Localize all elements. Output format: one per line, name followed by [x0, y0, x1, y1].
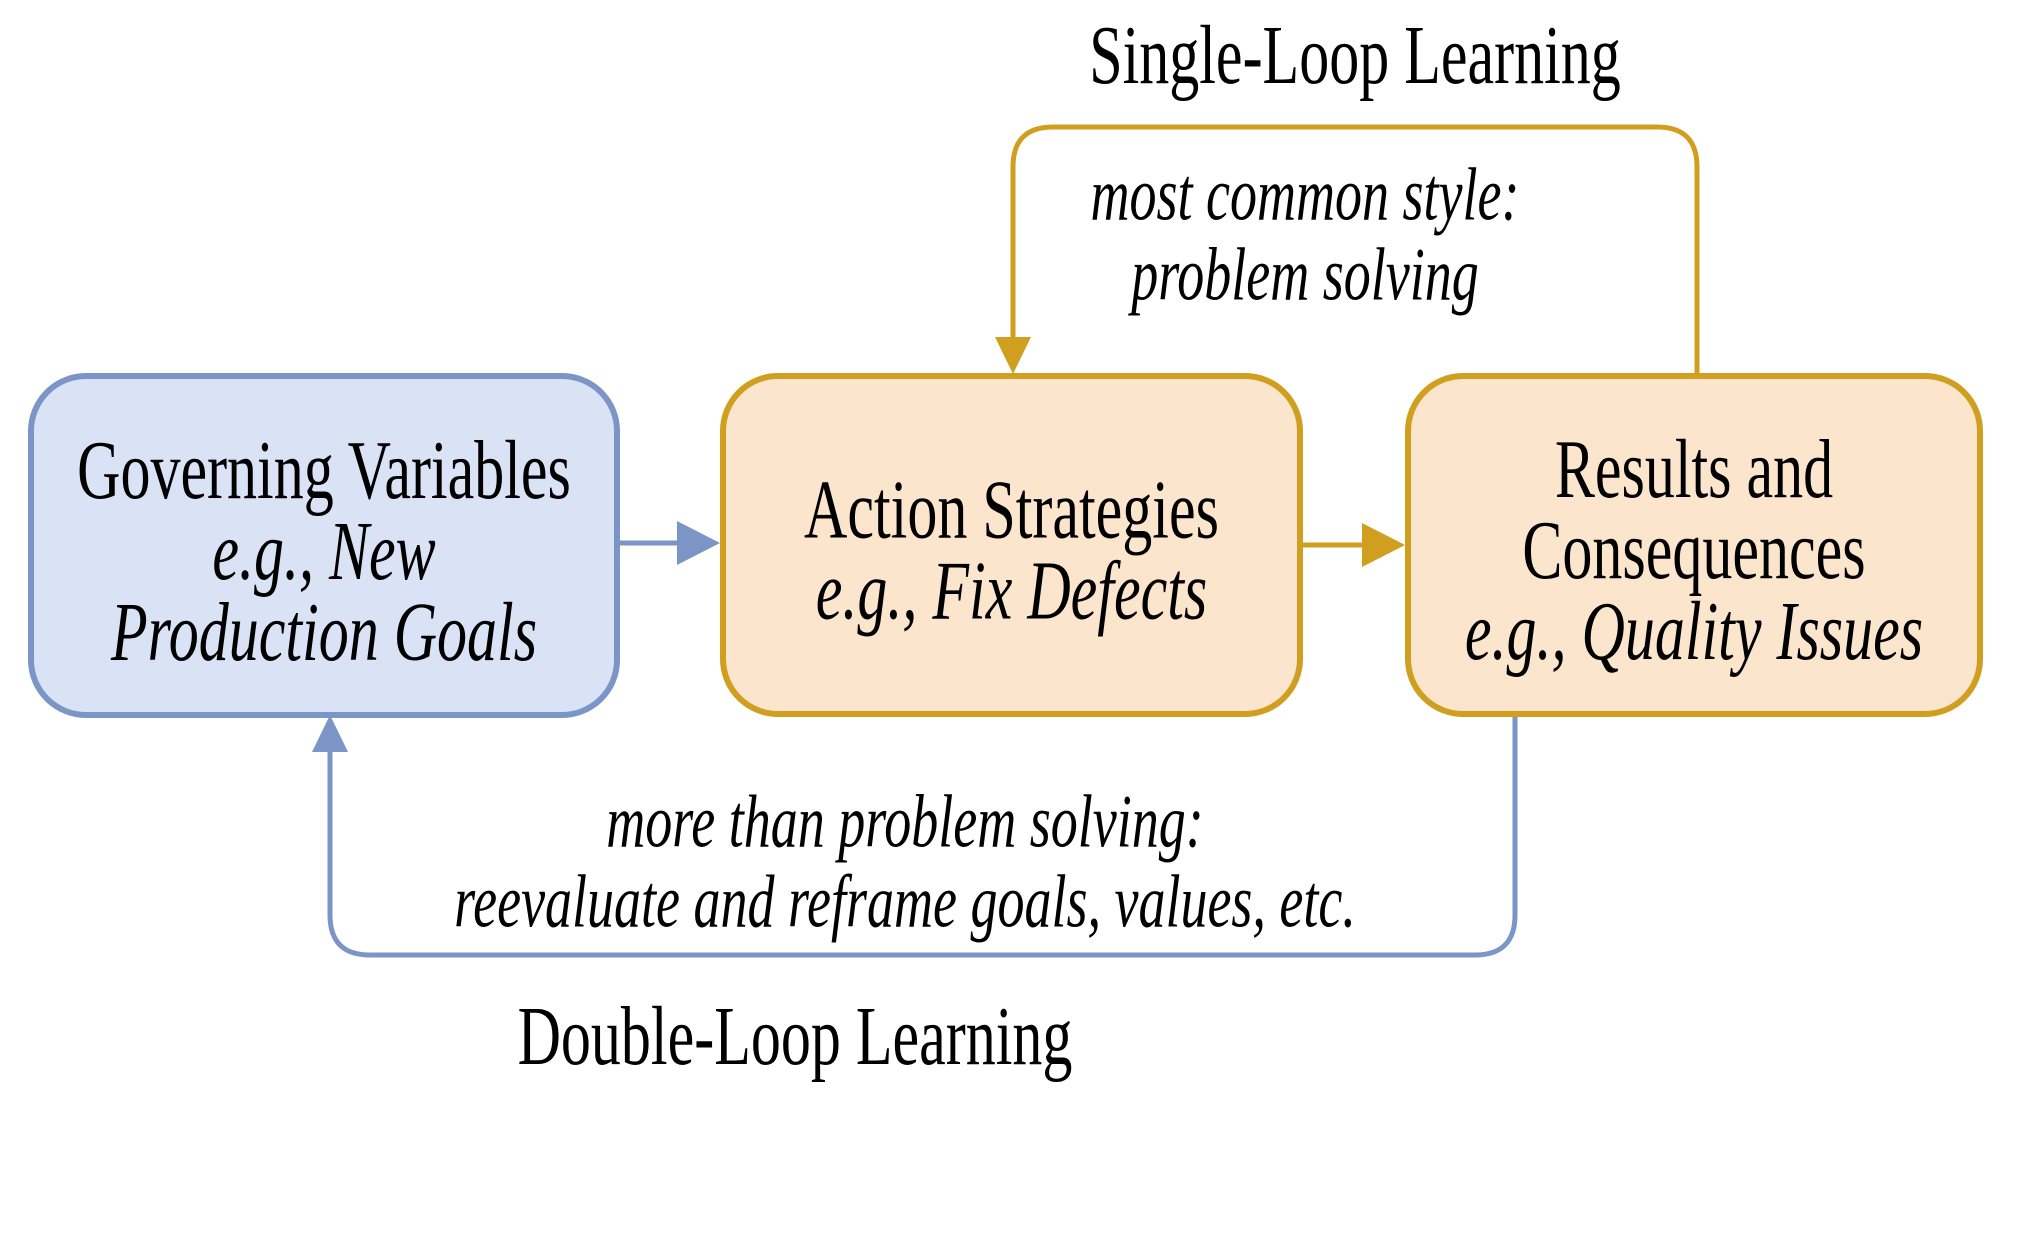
action-strategies-example-line1: e.g., Fix Defects — [815, 544, 1208, 637]
governing-variables-box: Governing Variables e.g., New Production… — [28, 373, 620, 718]
action-strategies-title: Action Strategies — [804, 463, 1219, 556]
single-loop-wire — [1010, 124, 1700, 373]
action-to-results-arrowhead-icon — [1362, 523, 1405, 567]
double-loop-caption-line2: reevaluate and reframe goals, values, et… — [454, 859, 1356, 944]
governing-to-action-arrowhead-icon — [677, 521, 720, 565]
single-loop-caption-line1: most common style: — [1090, 152, 1520, 237]
double-loop-caption-line1: more than problem solving: — [606, 779, 1204, 864]
single-loop-title: Single-Loop Learning — [1089, 8, 1621, 102]
double-loop-caption: more than problem solving: reevaluate an… — [454, 782, 1356, 942]
single-loop-caption: most common style: problem solving — [1091, 155, 1520, 315]
double-loop-title: Double-Loop Learning — [517, 989, 1073, 1083]
results-consequences-example-line1: e.g., Quality Issues — [1464, 585, 1924, 678]
governing-variables-example-line2: Production Goals — [110, 585, 538, 678]
single-loop-caption-line2: problem solving — [1131, 232, 1479, 317]
double-loop-arrowhead-icon — [312, 715, 348, 752]
double-loop-wire — [327, 717, 1518, 958]
governing-variables-example-line1: e.g., New — [212, 504, 436, 597]
results-consequences-box: Results and Consequences e.g., Quality I… — [1405, 373, 1983, 717]
action-strategies-box: Action Strategies e.g., Fix Defects — [720, 373, 1303, 717]
single-loop-arrowhead-icon — [995, 337, 1031, 374]
governing-variables-title: Governing Variables — [77, 423, 571, 516]
results-consequences-title-line2: Consequences — [1522, 503, 1866, 597]
results-consequences-title-line1: Results and — [1554, 422, 1834, 515]
